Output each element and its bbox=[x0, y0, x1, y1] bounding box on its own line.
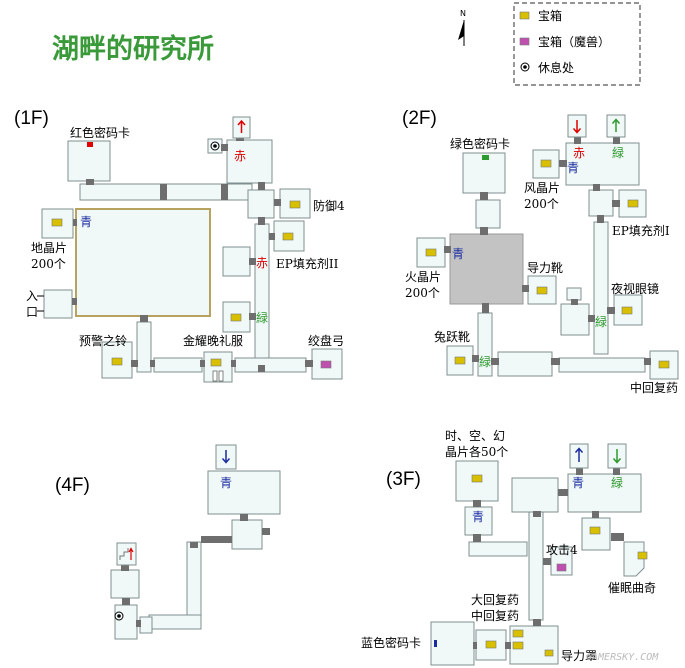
2f-door-green-mid: 緑 bbox=[595, 314, 607, 329]
4f-door-blue: 青 bbox=[220, 476, 232, 490]
compass-arrow-icon bbox=[458, 20, 464, 40]
1f-earth-chip-count: 200个 bbox=[31, 257, 66, 271]
floor-1f: 青 赤 赤 緑 红色密码卡 防御4 地晶片 200个 EP填充剂II 入 口 预… bbox=[26, 116, 345, 383]
3f-hypnosis-room bbox=[623, 541, 645, 577]
monster-chest-icon bbox=[556, 563, 567, 572]
1f-bow-label: 绞盘弓 bbox=[308, 333, 344, 348]
rest-point-icon bbox=[114, 611, 124, 621]
2f-wind-chip-count: 200个 bbox=[524, 197, 559, 211]
2f-door-red: 赤 bbox=[573, 146, 585, 160]
chest-icon bbox=[519, 11, 530, 20]
1f-earth-chip-label: 地晶片 bbox=[31, 241, 67, 255]
legend-monster-chest-label: 宝箱（魔兽） bbox=[538, 34, 610, 49]
3f-power-cover-label: 导力罩 bbox=[561, 649, 597, 663]
1f-red-keycard-label: 红色密码卡 bbox=[70, 125, 130, 140]
3f-big-potion-label: 大回复药 bbox=[471, 593, 519, 607]
red-keycard-marker bbox=[87, 142, 93, 147]
2f-mid-potion-label: 中回复药 bbox=[630, 380, 678, 395]
1f-ep-fill-label: EP填充剂II bbox=[276, 256, 339, 271]
arrow-up-icon bbox=[574, 447, 584, 462]
arrow-up-icon bbox=[611, 118, 621, 132]
3f-blue-keycard-label: 蓝色密码卡 bbox=[361, 635, 421, 650]
1f-gold-dress-label: 金耀晚礼服 bbox=[183, 333, 243, 348]
2f-door-green-top: 緑 bbox=[612, 145, 624, 160]
3f-attack-label: 攻击4 bbox=[546, 543, 578, 557]
2f-night-glasses-label: 夜视眼镜 bbox=[611, 281, 659, 296]
floor-label-3f: (3F) bbox=[386, 469, 421, 490]
map-title: 湖畔的研究所 bbox=[52, 33, 214, 65]
1f-entrance-label-1: 入 bbox=[26, 289, 38, 303]
3f-mid-potion-label: 中回复药 bbox=[471, 608, 519, 623]
1f-warning-bell-label: 预警之铃 bbox=[79, 333, 127, 348]
2f-door-green-bottom: 緑 bbox=[479, 354, 491, 369]
2f-door-blue-top: 青 bbox=[567, 161, 579, 175]
monster-chest-icon bbox=[320, 360, 332, 369]
2f-wind-chip-label: 风晶片 bbox=[524, 181, 560, 195]
floor-4f: 青 bbox=[110, 444, 281, 640]
arrow-up-icon bbox=[237, 119, 246, 133]
3f-chips-label-1: 时、空、幻 bbox=[445, 429, 505, 443]
watermark: GAMERSKY.COM bbox=[586, 652, 659, 663]
floor-2f: 青 青 赤 緑 緑 緑 绿色密码卡 风晶片 200个 EP填充剂I 火晶片 20… bbox=[405, 114, 679, 395]
3f-door-green: 緑 bbox=[611, 475, 623, 490]
compass: N bbox=[458, 9, 466, 46]
3f-chips-label-2: 晶片各50个 bbox=[445, 444, 508, 459]
rest-point-icon bbox=[210, 141, 220, 151]
2f-rabbit-boots-label: 兔跃靴 bbox=[434, 329, 470, 344]
green-keycard-marker bbox=[482, 155, 489, 160]
2f-guide-boots-label: 导力靴 bbox=[527, 261, 563, 275]
blue-keycard-marker bbox=[434, 640, 437, 647]
3f-door-blue-1: 青 bbox=[472, 510, 484, 524]
stairs-icon bbox=[119, 548, 129, 560]
1f-door-red-top: 赤 bbox=[234, 149, 246, 163]
stairs-up-box bbox=[116, 542, 137, 566]
arrow-up-icon bbox=[128, 547, 134, 560]
floor-label-1f: (1F) bbox=[14, 108, 49, 129]
2f-fire-chip-label: 火晶片 bbox=[405, 270, 441, 284]
2f-green-keycard-label: 绿色密码卡 bbox=[450, 136, 510, 151]
legend: 宝箱 宝箱（魔兽） 休息处 bbox=[513, 2, 641, 86]
2f-fire-chip-count: 200个 bbox=[405, 286, 440, 300]
1f-door-green: 緑 bbox=[256, 310, 268, 325]
rest-point-icon bbox=[520, 62, 530, 72]
1f-defense-label: 防御4 bbox=[313, 198, 345, 213]
monster-chest-icon bbox=[519, 37, 530, 46]
1f-door-blue: 青 bbox=[80, 215, 92, 229]
floor-label-4f: (4F) bbox=[55, 475, 90, 496]
legend-chest-label: 宝箱 bbox=[538, 8, 562, 23]
3f-hypnosis-label: 催眠曲奇 bbox=[608, 581, 656, 595]
1f-entrance-label-2: 口 bbox=[26, 305, 38, 319]
arrow-down-icon bbox=[221, 450, 231, 464]
3f-door-blue-2: 青 bbox=[572, 476, 584, 490]
arrow-down-icon bbox=[612, 449, 622, 464]
1f-door-red: 赤 bbox=[256, 256, 268, 270]
compass-north-label: N bbox=[460, 9, 466, 18]
legend-rest-label: 休息处 bbox=[538, 60, 574, 75]
1f-main-hall bbox=[75, 208, 211, 317]
floor-3f: 青 青 緑 时、空、幻 晶片各50个 攻击4 催眠曲奇 大回复药 中回复药 蓝色… bbox=[361, 429, 656, 666]
2f-ep-fill-label: EP填充剂I bbox=[612, 223, 670, 238]
floor-label-2f: (2F) bbox=[402, 108, 437, 129]
arrow-down-icon bbox=[572, 120, 582, 134]
legend-box bbox=[513, 2, 641, 86]
2f-door-blue-left: 青 bbox=[452, 247, 464, 261]
2f-grey-hall bbox=[449, 233, 524, 305]
